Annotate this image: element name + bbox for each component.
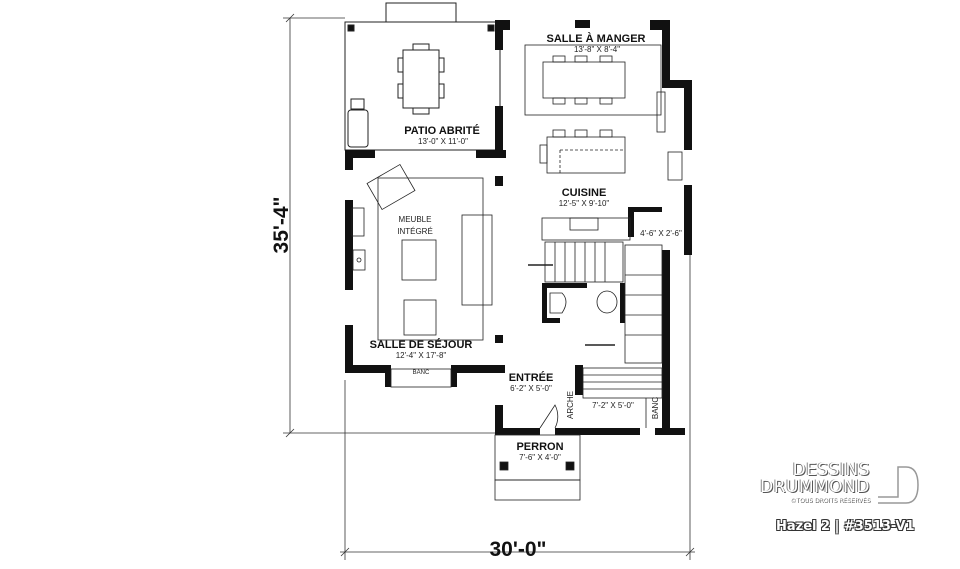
room-name-sejour: SALLE DE SÉJOUR: [370, 338, 473, 351]
walls: [345, 20, 692, 435]
brand-copyright: ©TOUS DROITS RÉSERVÉS: [789, 497, 870, 504]
room-size-entree: 6'-2" X 5'-0": [510, 384, 552, 393]
width-dimension: 30'-0": [490, 538, 547, 561]
brand-line2: DRUMMOND: [760, 477, 870, 497]
room-size-perron: 7'-6" X 4'-0": [519, 453, 561, 462]
room-size-patio: 13'-0" X 11'-0": [418, 137, 468, 146]
room-size-salle-a-manger: 13'-8" X 8'-4": [574, 45, 620, 54]
room-name-cuisine: CUISINE: [562, 187, 607, 199]
patio: [344, 2, 501, 151]
banc-mudroom-label: BANC: [651, 397, 660, 419]
room-labels: SALLE À MANGER 13'-8" X 8'-4" PATIO ABRI…: [370, 32, 682, 462]
drummond-logo-icon: [878, 466, 919, 504]
arche-label: ARCHE: [566, 391, 575, 419]
pantry-size: 4'-6" X 2'-6": [640, 229, 682, 238]
brand-logo: DESSINS DRUMMOND ©TOUS DROITS RÉSERVÉS: [756, 460, 870, 505]
room-size-sejour: 12'-4" X 17'-8": [396, 351, 447, 360]
room-name-entree: ENTRÉE: [509, 371, 554, 384]
banc-living-label: BANC: [413, 370, 430, 376]
room-size-cuisine: 12'-5" X 9'-10": [559, 199, 610, 208]
room-name-patio: PATIO ABRITÉ: [404, 124, 480, 137]
dimension-lines: [283, 13, 695, 560]
brand-line1: DESSINS: [792, 460, 870, 480]
room-name-perron: PERRON: [516, 441, 563, 453]
model-name: Hazel 2 | #3513-V1: [776, 519, 915, 534]
meuble-label-2: INTÉGRÉ: [397, 227, 433, 236]
room-name-salle-a-manger: SALLE À MANGER: [547, 32, 646, 45]
depth-dimension: 35'-4": [270, 197, 293, 254]
fixtures: [351, 44, 683, 501]
meuble-label-1: MEUBLE: [399, 215, 432, 224]
mudroom-size: 7'-2" X 5'-0": [592, 401, 634, 410]
